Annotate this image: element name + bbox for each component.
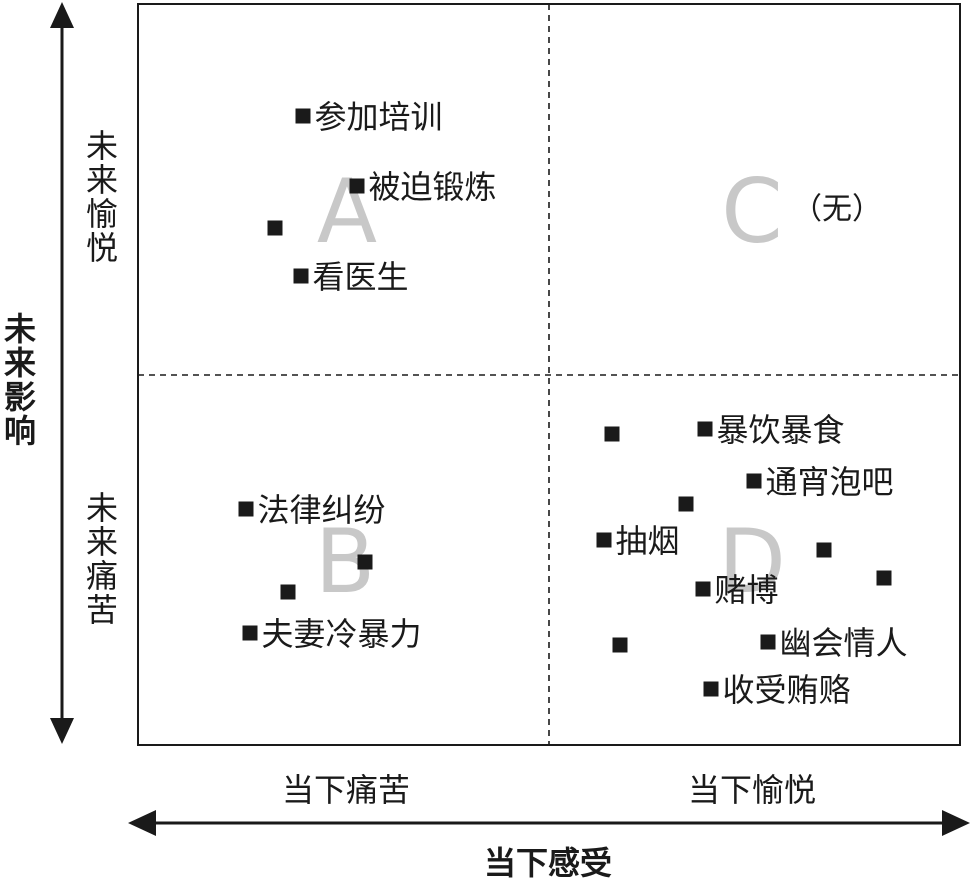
item-10-label: 通宵泡吧 [766, 463, 894, 501]
item-18-label: 收受贿赂 [723, 671, 851, 709]
item-7-label: 夫妻冷暴力 [262, 615, 422, 653]
item-1-label: 被迫锻炼 [369, 168, 497, 206]
item-4-marker [238, 501, 254, 517]
unlabeled-item-13-marker [816, 542, 832, 558]
quadrant-letter-c: C [721, 160, 782, 263]
item-12-label: 抽烟 [616, 522, 680, 560]
item-0-marker [295, 108, 311, 124]
item-18-marker [703, 681, 719, 697]
unlabeled-item-16-marker [612, 637, 628, 653]
y-bottom-label: 未来痛苦 [81, 491, 119, 627]
unlabeled-item-11-marker [678, 496, 694, 512]
quadrant-letter-a: A [317, 160, 377, 263]
item-7-marker [242, 625, 258, 641]
item-0-label: 参加培训 [315, 98, 443, 136]
x-axis-arrowhead-right [942, 810, 970, 836]
item-1-marker [349, 178, 365, 194]
quadrant-letter-d: D [718, 510, 786, 613]
y-axis-title: 未来影响 [0, 312, 37, 448]
unlabeled-item-8-marker [604, 426, 620, 442]
item-9-marker [697, 421, 713, 437]
item-4-label: 法律纠纷 [258, 491, 386, 529]
item-3-marker [293, 268, 309, 284]
item-15-marker [695, 581, 711, 597]
y-top-label: 未来愉悦 [81, 129, 119, 265]
item-17-label: 幽会情人 [780, 624, 908, 662]
y-axis-arrowhead-bottom [50, 718, 74, 744]
item-17-marker [760, 634, 776, 650]
item-12-marker [596, 532, 612, 548]
item-9-label: 暴饮暴食 [717, 411, 845, 449]
item-3-label: 看医生 [313, 258, 409, 296]
item-10-marker [746, 473, 762, 489]
unlabeled-item-6-marker [280, 584, 296, 600]
x-axis-arrowhead-left [128, 810, 156, 836]
x-left-label: 当下痛苦 [282, 771, 410, 809]
unlabeled-item-14-marker [876, 570, 892, 586]
x-right-label: 当下愉悦 [688, 771, 816, 809]
unlabeled-item-5-marker [357, 554, 373, 570]
y-axis-arrowhead-top [50, 2, 74, 28]
x-axis-title: 当下感受 [484, 844, 612, 882]
item-15-label: 赌博 [715, 571, 779, 609]
unlabeled-item-2-marker [267, 220, 283, 236]
quadrant-c-note: （无） [792, 192, 882, 227]
